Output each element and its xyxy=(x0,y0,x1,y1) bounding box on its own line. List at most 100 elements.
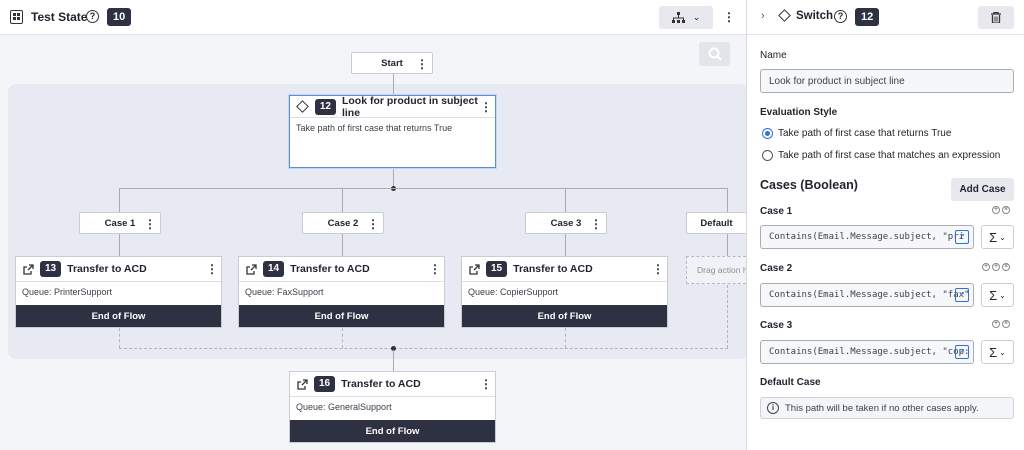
case-expression-input[interactable]: Contains(Email.Message.subject, "pri ↗ xyxy=(760,225,974,249)
end-of-flow-bar: End of Flow xyxy=(239,305,444,327)
dashed-connector xyxy=(342,328,343,348)
chevron-down-icon: ⌄ xyxy=(999,232,1006,242)
more-options-icon[interactable]: ⋮ xyxy=(367,217,379,231)
building-icon xyxy=(10,10,23,24)
expand-editor-icon[interactable]: ↗ xyxy=(955,345,969,359)
expression-menu-button[interactable]: Σ⌄ xyxy=(981,225,1014,249)
help-icon[interactable]: ? xyxy=(86,10,99,23)
external-link-icon xyxy=(297,378,308,390)
connector xyxy=(393,350,394,372)
action-node-16[interactable]: 16 Transfer to ACD ⋮ Queue: GeneralSuppo… xyxy=(289,371,496,443)
page-title: Test State xyxy=(31,10,88,24)
case-expression-input[interactable]: Contains(Email.Message.subject, "fax" ↗ xyxy=(760,283,974,307)
move-down-icon[interactable]: + xyxy=(992,206,1000,214)
radio-selected-icon[interactable] xyxy=(762,128,773,139)
move-up-icon[interactable]: + xyxy=(982,263,990,271)
start-node[interactable]: Start ⋮ xyxy=(351,52,433,74)
external-link-icon xyxy=(469,263,480,275)
connector xyxy=(393,73,394,95)
case-label: Case 1 xyxy=(760,206,793,217)
trash-icon xyxy=(991,12,1001,23)
name-input[interactable]: Look for product in subject line xyxy=(760,69,1014,93)
case-label: Case 2 xyxy=(760,263,793,274)
connector xyxy=(119,188,120,212)
chevron-down-icon: ⌄ xyxy=(999,347,1006,357)
action-node-13[interactable]: 13 Transfer to ACD ⋮ Queue: PrinterSuppo… xyxy=(15,256,222,328)
eval-option-label: Take path of first case that returns Tru… xyxy=(778,128,952,139)
eval-option-true[interactable]: Take path of first case that returns Tru… xyxy=(762,128,951,139)
queue-text: Queue: FaxSupport xyxy=(245,287,324,297)
node-id-badge: 12 xyxy=(314,98,336,115)
case-node-3[interactable]: Case 3 ⋮ xyxy=(525,212,607,234)
case-expression: Contains(Email.Message.subject, "pri xyxy=(769,232,965,242)
expression-menu-button[interactable]: Σ⌄ xyxy=(981,340,1014,364)
case-controls: + × xyxy=(992,320,1010,328)
node-title: Transfer to ACD xyxy=(290,263,370,275)
sigma-icon: Σ xyxy=(989,344,998,360)
more-options-icon[interactable]: ⋮ xyxy=(206,262,218,276)
dashed-connector xyxy=(727,285,728,348)
queue-text: Queue: PrinterSupport xyxy=(22,287,113,297)
more-options-icon[interactable]: ⋮ xyxy=(480,377,492,391)
more-options-icon[interactable]: ⋮ xyxy=(652,262,664,276)
chevron-right-icon[interactable]: › xyxy=(761,10,765,22)
queue-text: Queue: GeneralSupport xyxy=(296,402,392,412)
connector xyxy=(727,188,728,212)
chevron-down-icon: ⌄ xyxy=(999,290,1006,300)
remove-icon[interactable]: × xyxy=(1002,263,1010,271)
connector xyxy=(342,188,343,212)
more-options-icon[interactable]: ⋮ xyxy=(429,262,441,276)
connector xyxy=(119,188,728,189)
layout-dropdown-button[interactable]: ⌄ xyxy=(659,6,713,29)
drag-drop-zone[interactable]: Drag action h xyxy=(686,256,746,284)
remove-icon[interactable]: × xyxy=(1002,206,1010,214)
state-id-badge: 10 xyxy=(107,8,132,26)
remove-icon[interactable]: × xyxy=(1002,320,1010,328)
case-expression: Contains(Email.Message.subject, "cop: xyxy=(769,347,970,357)
default-case-node[interactable]: Default xyxy=(686,212,746,234)
default-info-text: This path will be taken if no other case… xyxy=(785,402,979,414)
connector xyxy=(119,234,120,256)
case-controls: + + × xyxy=(982,263,1010,271)
evaluation-style-label: Evaluation Style xyxy=(760,107,838,118)
more-options-icon[interactable]: ⋮ xyxy=(416,57,428,71)
connector xyxy=(342,234,343,256)
help-icon[interactable]: ? xyxy=(834,10,847,23)
more-options-icon[interactable]: ⋮ xyxy=(480,100,492,114)
expand-editor-icon[interactable]: ↗ xyxy=(955,230,969,244)
more-options-icon[interactable]: ⋮ xyxy=(723,10,735,24)
move-down-icon[interactable]: + xyxy=(992,263,1000,271)
case-label: Case 1 xyxy=(104,217,136,229)
switch-node[interactable]: 12 Look for product in subject line ⋮ Ta… xyxy=(289,95,496,168)
external-link-icon xyxy=(23,263,34,275)
action-node-15[interactable]: 15 Transfer to ACD ⋮ Queue: CopierSuppor… xyxy=(461,256,668,328)
move-up-icon[interactable]: + xyxy=(992,320,1000,328)
more-options-icon[interactable]: ⋮ xyxy=(144,217,156,231)
more-options-icon[interactable]: ⋮ xyxy=(590,217,602,231)
end-of-flow-bar: End of Flow xyxy=(16,305,221,327)
case-node-2[interactable]: Case 2 ⋮ xyxy=(302,212,384,234)
node-id-badge: 14 xyxy=(263,261,285,277)
dashed-connector xyxy=(119,328,120,348)
case-label: Default xyxy=(700,217,733,229)
radio-unselected-icon[interactable] xyxy=(762,150,773,161)
chevron-down-icon: ⌄ xyxy=(692,12,701,22)
panel-header: › Switch ? 12 xyxy=(747,0,1024,35)
expression-menu-button[interactable]: Σ⌄ xyxy=(981,283,1014,307)
node-description: Take path of first case that returns Tru… xyxy=(296,123,453,133)
add-case-button[interactable]: Add Case xyxy=(951,178,1014,201)
hierarchy-icon xyxy=(671,12,685,23)
case-expression-input[interactable]: Contains(Email.Message.subject, "cop: ↗ xyxy=(760,340,974,364)
end-of-flow-bar: End of Flow xyxy=(290,420,495,442)
search-button[interactable] xyxy=(699,42,730,66)
expand-editor-icon[interactable]: ↗ xyxy=(955,288,969,302)
delete-button[interactable] xyxy=(978,6,1014,29)
sigma-icon: Σ xyxy=(989,287,998,303)
eval-option-expression[interactable]: Take path of first case that matches an … xyxy=(762,150,1000,161)
info-icon: i xyxy=(767,402,779,414)
action-node-14[interactable]: 14 Transfer to ACD ⋮ Queue: FaxSupport E… xyxy=(238,256,445,328)
case-node-1[interactable]: Case 1 ⋮ xyxy=(79,212,161,234)
case-label: Case 3 xyxy=(550,217,582,229)
diamond-icon xyxy=(778,9,791,22)
node-title: Look for product in subject line xyxy=(341,94,478,119)
